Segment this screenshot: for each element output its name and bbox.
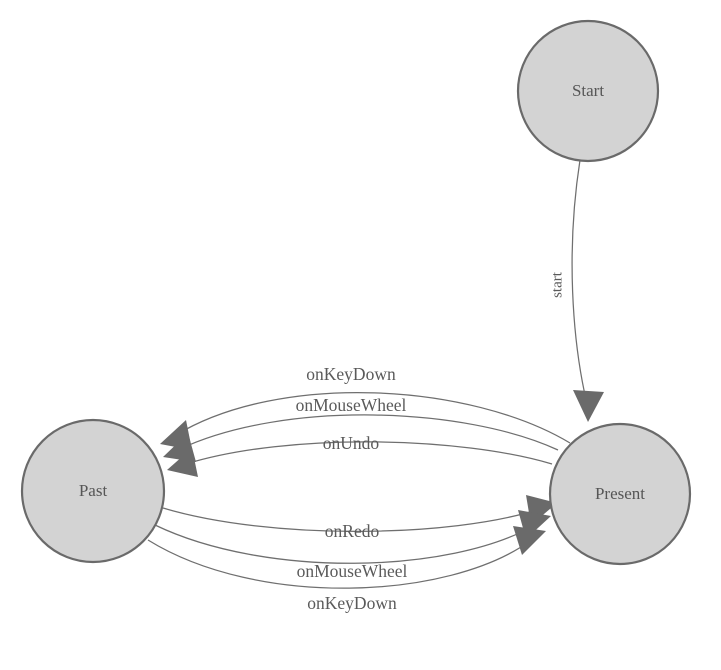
edge-start[interactable]: start xyxy=(549,159,604,422)
node-start-label: Start xyxy=(572,81,604,100)
edge-onmousewheel-lower-label: onMouseWheel xyxy=(297,561,408,581)
edge-onredo-label: onRedo xyxy=(325,521,380,541)
node-past-label: Past xyxy=(79,481,108,500)
node-start[interactable]: Start xyxy=(516,19,660,163)
edge-onundo[interactable]: onUndo xyxy=(167,433,553,477)
node-present-circle xyxy=(548,422,692,566)
edge-onmousewheel-upper-label: onMouseWheel xyxy=(296,395,407,415)
edge-onkeydown-lower-arrowhead xyxy=(513,526,546,555)
edge-onmousewheel-upper-path xyxy=(179,414,559,451)
node-start-circle xyxy=(516,19,660,163)
edge-onredo-path xyxy=(162,507,541,532)
node-past[interactable]: Past xyxy=(20,418,166,564)
edge-onmousewheel-lower-path xyxy=(154,524,536,564)
edge-onkeydown-upper-label: onKeyDown xyxy=(306,364,396,384)
edge-onkeydown-upper-path xyxy=(175,392,571,444)
node-past-circle xyxy=(20,418,166,564)
edge-onundo-label: onUndo xyxy=(323,433,380,453)
edge-onundo-arrowhead xyxy=(167,448,198,477)
edge-onredo[interactable]: onRedo xyxy=(162,495,557,541)
node-present-label: Present xyxy=(595,484,645,503)
node-present[interactable]: Present xyxy=(548,422,692,566)
edge-start-arrowhead xyxy=(573,390,604,422)
edge-start-path xyxy=(571,159,588,405)
edge-onundo-path xyxy=(185,441,553,465)
edge-onkeydown-lower[interactable]: onKeyDown xyxy=(147,526,546,613)
edge-onkeydown-lower-label: onKeyDown xyxy=(307,593,397,613)
edge-onkeydown-lower-path xyxy=(147,539,531,589)
edge-start-label: start xyxy=(549,271,565,298)
